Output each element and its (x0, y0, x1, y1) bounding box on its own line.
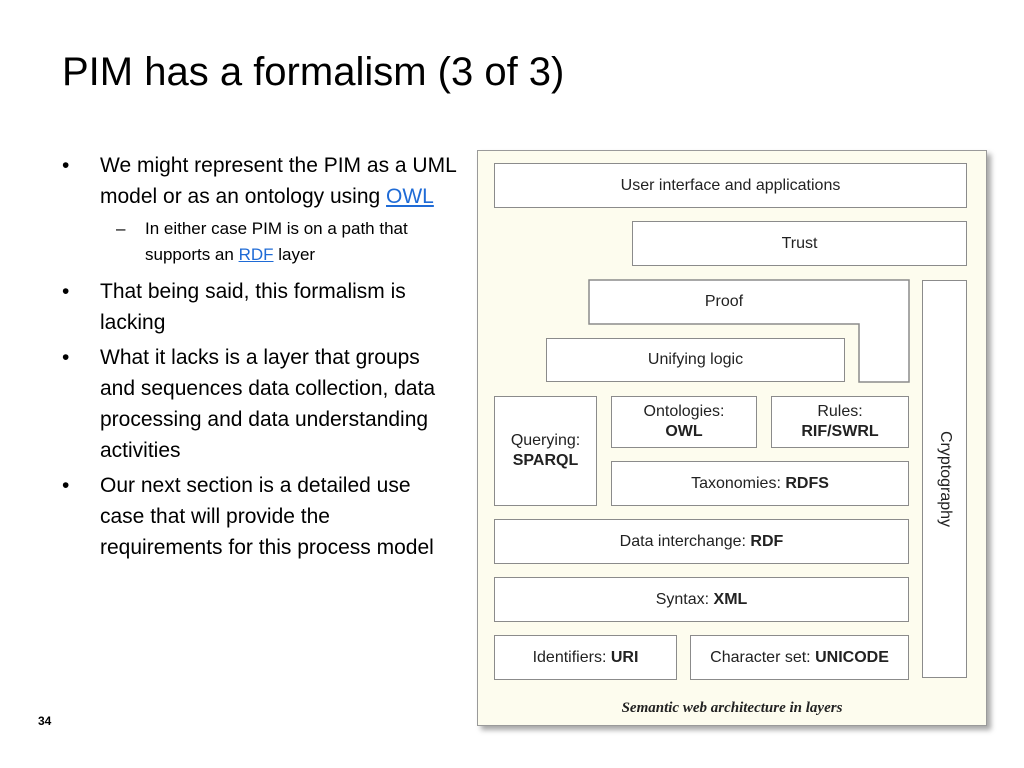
bullet-symbol: • (62, 280, 70, 303)
layer-data-interchange: Data interchange: RDF (494, 519, 909, 564)
layer-proof: Proof (704, 293, 744, 310)
owl-link[interactable]: OWL (386, 185, 434, 208)
layer-querying: Querying: SPARQL (494, 396, 597, 506)
layer-ontologies: Ontologies: OWL (611, 396, 757, 448)
bullet-item: • What it lacks is a layer that groups a… (62, 342, 457, 466)
bullet-text: We might represent the PIM as a UML mode… (100, 154, 456, 208)
layer-proof-shape (588, 279, 910, 383)
bullet-item: • Our next section is a detailed use cas… (62, 470, 457, 563)
semantic-web-diagram: User interface and applications Trust Pr… (477, 150, 987, 726)
rdf-link[interactable]: RDF (238, 245, 274, 264)
sub-bullet-text-end: layer (273, 245, 316, 264)
bullet-symbol: • (62, 154, 70, 177)
layer-character-set: Character set: UNICODE (690, 635, 909, 680)
bullet-symbol: • (62, 474, 70, 497)
layer-unifying-logic: Unifying logic (546, 338, 845, 382)
layer-cryptography: Cryptography (922, 280, 967, 678)
bullet-text: That being said, this formalism is lacki… (100, 280, 406, 334)
layer-rules: Rules: RIF/SWRL (771, 396, 909, 448)
sub-bullet-text: In either case PIM is on a path that sup… (145, 219, 408, 264)
bullet-item: • We might represent the PIM as a UML mo… (62, 150, 457, 212)
slide-content: • We might represent the PIM as a UML mo… (62, 150, 457, 567)
bullet-item: • That being said, this formalism is lac… (62, 276, 457, 338)
figure-caption: Semantic web architecture in layers (621, 700, 843, 716)
layer-syntax: Syntax: XML (494, 577, 909, 622)
layer-identifiers: Identifiers: URI (494, 635, 677, 680)
layer-user-interface: User interface and applications (494, 163, 967, 208)
layer-taxonomies: Taxonomies: RDFS (611, 461, 909, 506)
bullet-text: What it lacks is a layer that groups and… (100, 346, 436, 462)
bullet-text: Our next section is a detailed use case … (100, 474, 434, 559)
sub-bullet-symbol: – (116, 219, 126, 238)
slide-title: PIM has a formalism (3 of 3) (62, 50, 565, 94)
sub-bullet-item: – In either case PIM is on a path that s… (62, 216, 457, 268)
bullet-symbol: • (62, 346, 70, 369)
layer-trust: Trust (632, 221, 967, 266)
slide-number: 34 (38, 714, 52, 728)
